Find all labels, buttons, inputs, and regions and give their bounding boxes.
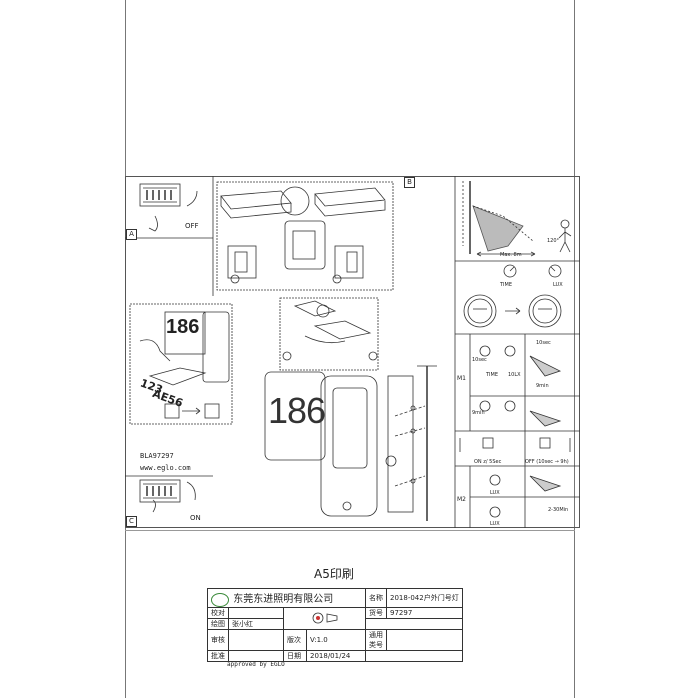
m1-lux-label: 10LX [508, 372, 521, 378]
switch-off-label: OFF [185, 222, 199, 230]
m1-time-label: TIME [486, 372, 499, 378]
instruction-drawing [125, 176, 580, 528]
company-cell: 东莞东进照明有限公司 [207, 588, 366, 608]
general-label-2: 类号 [369, 641, 383, 649]
blank-cell-2 [365, 650, 463, 662]
print-title: A5印刷 [314, 567, 354, 581]
review-value [228, 629, 284, 651]
approve-label: 批准 [207, 650, 229, 662]
off-label: OFF (10sec → 9h) [525, 459, 569, 465]
review-label: 审核 [207, 629, 229, 651]
m2-label: M2 [457, 496, 466, 503]
m1-label: M1 [457, 375, 466, 382]
sensor-time-label: TIME [500, 282, 513, 288]
sensor-range: 120° [547, 238, 560, 244]
m2-bottom: 2-30Min [548, 507, 569, 513]
sensor-lux-label: LUX [553, 282, 563, 288]
approve-value [228, 650, 284, 662]
name-value: 2018-042户外门号灯 [386, 588, 463, 608]
date-label: 日期 [283, 650, 307, 662]
panel-tag-c: C [126, 516, 137, 527]
sticker-house-number: 186 [166, 316, 200, 338]
company-name: 东莞东进照明有限公司 [233, 593, 334, 605]
company-logo-icon [211, 592, 229, 607]
m2-row1-label: LUX [490, 490, 500, 496]
check-value [228, 607, 284, 619]
title-block: 东莞东进照明有限公司 名称 2018-042户外门号灯 校对 货号 97297 … [207, 588, 463, 662]
general-label: 通用类号 [365, 629, 387, 651]
panel-tag-a: A [126, 229, 137, 240]
on-label: ON z/ 5Sec [474, 459, 502, 465]
version-label: 版次 [283, 629, 307, 651]
title-row-company: 东莞东进照明有限公司 名称 2018-042户外门号灯 [207, 588, 463, 608]
part-label: 货号 [365, 607, 387, 619]
website: www.eglo.com [140, 464, 191, 472]
m1-row2-right: 9min [536, 383, 549, 389]
check-label: 校对 [207, 607, 229, 619]
m1-time-max: 9min [472, 410, 485, 416]
name-label: 名称 [365, 588, 387, 608]
title-row-approve: 批准 日期 2018/01/24 [207, 650, 463, 662]
drawn-label: 绘图 [207, 618, 229, 630]
version-value: V:1.0 [306, 629, 366, 651]
title-row-review: 审核 版次 V:1.0 通用类号 [207, 629, 463, 651]
m2-row2-label: LUX [490, 521, 500, 527]
panel-tag-b: B [404, 177, 415, 188]
m1-time-min: 10sec [472, 357, 487, 363]
sensor-distance: Max. 8m [500, 252, 522, 258]
projection-symbol [283, 607, 366, 630]
date-value: 2018/01/24 [306, 650, 366, 662]
product-house-number: 186 [268, 390, 326, 431]
title-row-check: 校对 货号 97297 [207, 607, 463, 630]
m1-row1-right: 10sec [536, 340, 551, 346]
switch-on-label: ON [190, 514, 201, 522]
general-value [386, 629, 463, 651]
fold-line [125, 530, 575, 531]
model-code: BLA97297 [140, 452, 174, 460]
part-value: 97297 [386, 607, 463, 619]
approved-note: approved by EGLO [227, 661, 285, 668]
instruction-illustrations [125, 176, 580, 528]
blank-cell-1 [365, 618, 463, 630]
general-label-1: 通用 [369, 631, 383, 639]
drawn-value: 张小红 [228, 618, 284, 630]
projection-icon [312, 612, 337, 623]
